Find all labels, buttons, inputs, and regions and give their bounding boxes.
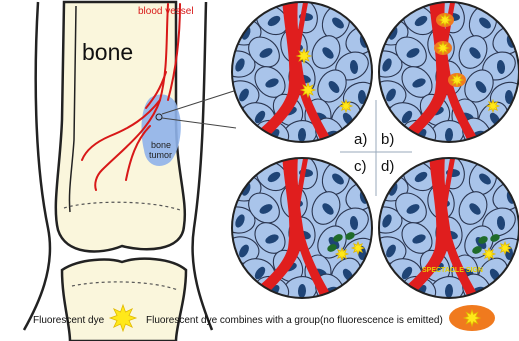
- outer-tissue-left: [24, 2, 50, 330]
- panel-a-dye-star: [301, 83, 315, 97]
- legend-quenched-star-icon: [464, 310, 480, 326]
- panel-d-dye-star: [499, 242, 511, 254]
- panel-c-dye-star: [336, 248, 348, 260]
- panel-label-d: d): [381, 158, 394, 175]
- panel-c: [220, 152, 383, 311]
- panel-c-dye-star: [352, 242, 364, 254]
- panel-d-dye-star: [483, 248, 495, 260]
- panel-b-quenched-dye-star: [437, 42, 449, 54]
- panel-a-dye-star: [297, 49, 311, 63]
- panel-b-dye-star: [487, 100, 499, 112]
- panel-b-quenched-dye-star: [451, 74, 463, 86]
- legend-combined-label: Fluorescent dye combines with a group(no…: [146, 315, 443, 326]
- panel-label-a: a): [354, 131, 367, 148]
- panel-b-quenched-dye-star: [439, 14, 451, 26]
- bone-tumor-label-1: bone: [151, 140, 171, 150]
- outer-tissue-right: [193, 2, 212, 330]
- panel-label-c: c): [354, 158, 367, 175]
- panel-a-dye-star: [340, 100, 352, 112]
- spectacle-sign-label: SPECTACLE SIGN: [422, 267, 483, 274]
- legend-dye-label: Fluorescent dye: [33, 315, 105, 326]
- blood-vessel-label: blood vessel: [138, 6, 194, 17]
- panel-label-b: b): [381, 131, 394, 148]
- bone-label: bone: [82, 39, 133, 65]
- bone-illustration: bone blood vessel bone tumor: [24, 2, 237, 341]
- legend-dye-star-icon: [110, 305, 136, 331]
- bone-tumor-label-2: tumor: [149, 150, 172, 160]
